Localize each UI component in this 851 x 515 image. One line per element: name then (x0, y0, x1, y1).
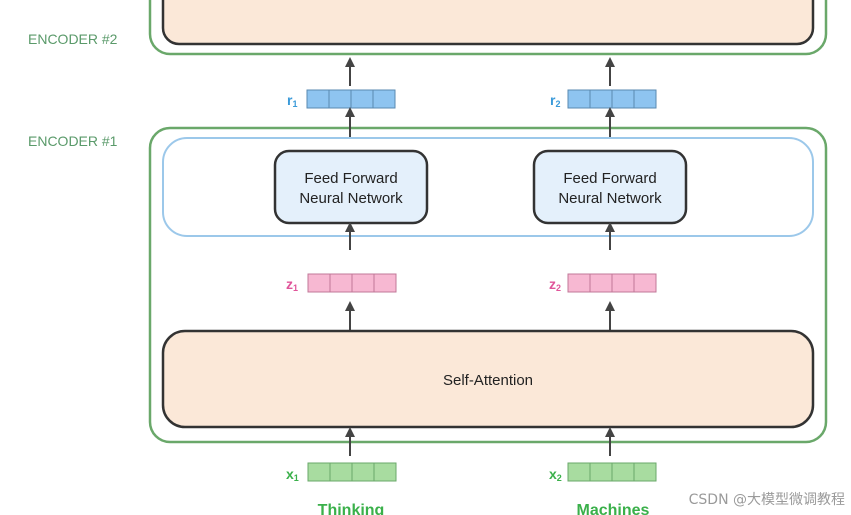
watermark: CSDN @大模型微调教程 (688, 492, 845, 508)
r2-vector (567, 89, 657, 109)
r1-label: r1 (287, 92, 297, 109)
x2-vector (567, 462, 657, 482)
ffn-group (162, 137, 814, 237)
z2-label: z2 (549, 276, 561, 293)
x1-label: x1 (286, 466, 299, 483)
word-machines: Machines (577, 502, 650, 515)
r1-vector (306, 89, 396, 109)
encoder-2-inner-block (161, 0, 815, 46)
z1-vector (307, 273, 397, 293)
x2-label: x2 (549, 466, 562, 483)
z1-label: z1 (286, 276, 298, 293)
encoder-1-label: ENCODER #1 (28, 133, 118, 149)
z2-vector (567, 273, 657, 293)
word-thinking: Thinking (318, 502, 385, 515)
ffn-box-2 (532, 149, 688, 225)
self-attention-label: Self-Attention (443, 372, 533, 389)
encoder-2-label: ENCODER #2 (28, 31, 118, 47)
ffn-2-line2: Neural Network (558, 190, 662, 207)
encoder-1-frame (148, 126, 828, 444)
ffn-2-line1: Feed Forward (563, 170, 656, 187)
r2-label: r2 (550, 92, 560, 109)
ffn-1-line2: Neural Network (299, 190, 403, 207)
x1-vector (307, 462, 397, 482)
encoder-2-frame (148, 0, 828, 56)
ffn-1-line1: Feed Forward (304, 170, 397, 187)
self-attention-block (161, 329, 815, 429)
ffn-box-1 (273, 149, 429, 225)
